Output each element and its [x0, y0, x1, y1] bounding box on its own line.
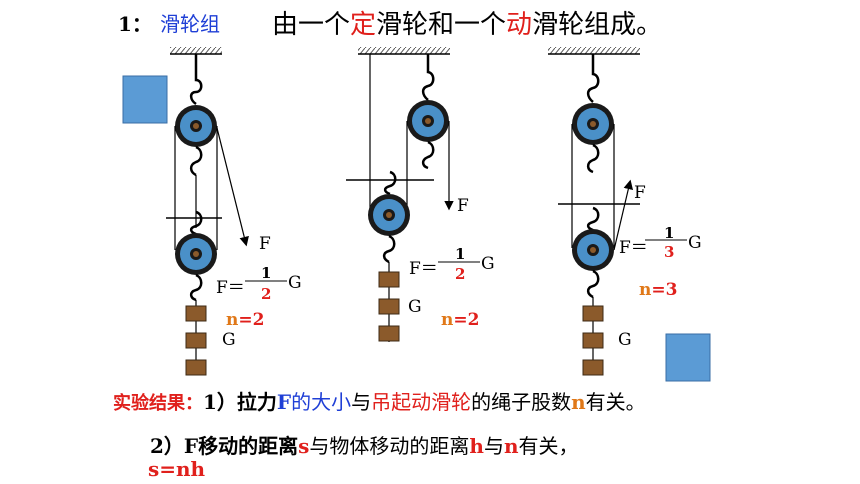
hook	[189, 54, 203, 106]
title-part: 滑轮和一个	[376, 10, 507, 40]
hook	[421, 140, 435, 170]
result-text: 与	[483, 434, 504, 458]
fixed-pulley	[407, 100, 449, 142]
section-label: 滑轮组	[160, 12, 220, 36]
section-number: 1：	[118, 12, 152, 36]
result-text: 动滑轮	[411, 390, 472, 414]
n-value: =2	[238, 310, 265, 330]
ceiling	[548, 47, 640, 54]
hook	[189, 145, 203, 177]
title-part: 由一个	[272, 10, 351, 40]
weight-block	[185, 359, 207, 376]
formula-suffix: G	[288, 273, 302, 293]
n-value: =2	[453, 310, 480, 330]
fraction-numerator: 1	[664, 224, 675, 242]
weight-block	[582, 332, 604, 349]
weight-block	[378, 325, 400, 342]
result-line-2: 2）F移动的距离s与物体移动的距离h与n有关，	[150, 430, 578, 459]
fraction-numerator: 1	[261, 264, 272, 282]
formula-prefix: F＝	[409, 259, 438, 279]
title-movable-word: 动	[506, 10, 533, 40]
result-text: 有关。	[585, 390, 646, 414]
result-text: s	[298, 434, 310, 458]
pulley-system-3	[548, 47, 687, 376]
rope-count: n=2	[441, 310, 479, 330]
weight-label: G	[618, 330, 632, 350]
weight-block	[185, 305, 207, 322]
hook	[382, 234, 396, 264]
result-text: 有关，	[518, 434, 579, 458]
title-fixed-word: 定	[350, 10, 377, 40]
force-label: F	[634, 183, 646, 203]
weight-block	[582, 359, 604, 376]
n-letter: n	[639, 280, 652, 300]
weight-block	[185, 332, 207, 349]
result-line-1: 实验结果：1）拉力F的大小与吊起动滑轮的绳子股数n有关。	[113, 386, 646, 415]
hook	[586, 54, 600, 103]
result-text: n	[503, 434, 519, 458]
n-letter: n	[441, 310, 454, 330]
result-text: n	[571, 390, 586, 414]
result-text: h	[469, 434, 484, 458]
rope-count: n=3	[639, 280, 677, 300]
title-part: 滑轮组成。	[532, 10, 663, 40]
formula-prefix: F＝	[619, 238, 648, 258]
force-label: F	[457, 196, 469, 216]
formula-suffix: G	[481, 254, 495, 274]
fixed-pulley	[572, 103, 614, 145]
n-value: =3	[651, 280, 678, 300]
pulley-system-2	[346, 47, 480, 342]
hook	[189, 273, 203, 302]
weight-block	[378, 298, 400, 315]
weight-block	[582, 305, 604, 322]
hook	[586, 143, 600, 174]
formula-suffix: G	[688, 233, 702, 253]
result-heading: 实验结果：	[113, 393, 203, 414]
n-letter: n	[226, 310, 239, 330]
hook	[421, 54, 435, 101]
result-text: 与	[351, 390, 372, 414]
ceiling	[170, 47, 222, 54]
movable-pulley	[368, 194, 410, 236]
hook	[586, 269, 600, 299]
fraction-denominator: 2	[455, 265, 466, 283]
result-text: 的大小	[291, 390, 352, 414]
result-text: 1）拉力	[203, 390, 277, 414]
weight-label: G	[408, 297, 422, 317]
result-line-3: s=nh	[148, 457, 206, 481]
decorative-square	[665, 333, 711, 382]
section-title: 由一个定滑轮和一个动滑轮组成。	[272, 4, 662, 41]
weight-label: G	[222, 330, 236, 350]
result-text: F	[276, 390, 292, 414]
force-label: F	[259, 234, 271, 254]
rope-count: n=2	[226, 310, 264, 330]
result-text: 的绳子股数	[471, 390, 572, 414]
fixed-pulley	[175, 105, 217, 147]
ceiling	[358, 47, 450, 54]
result-text: 与物体移动的距离	[309, 434, 470, 458]
formula-prefix: F＝	[216, 278, 245, 298]
fraction-numerator: 1	[455, 245, 466, 263]
movable-pulley	[572, 229, 614, 271]
decorative-square	[122, 75, 168, 124]
weight-block	[378, 271, 400, 288]
result-text: 吊起	[371, 390, 412, 414]
fraction-denominator: 3	[664, 243, 675, 261]
movable-pulley	[175, 233, 217, 275]
fraction-denominator: 2	[261, 285, 272, 303]
pulley-system-1	[166, 47, 287, 376]
result-text: 2）F移动的距离	[150, 434, 299, 458]
